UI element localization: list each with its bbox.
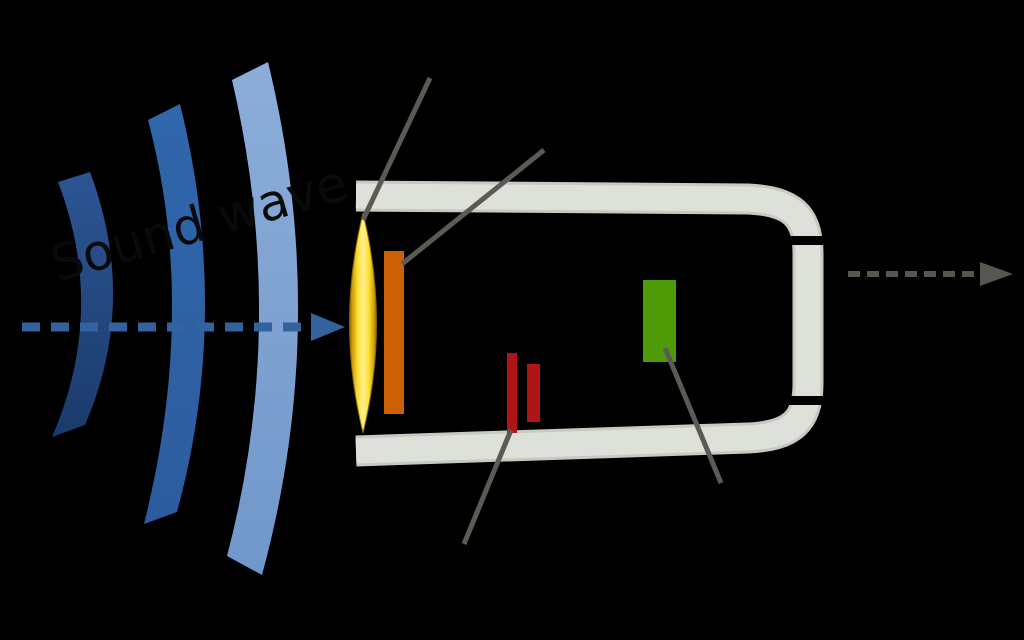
housing-notch-top (789, 236, 827, 245)
sound-direction-arrowhead (311, 313, 345, 341)
housing-notch-bottom (789, 396, 827, 405)
callout-lines (360, 76, 724, 545)
sound-direction-arrow (22, 313, 345, 341)
output-arrow (848, 262, 1013, 286)
output-arrowhead (980, 262, 1013, 286)
callout-line-green-component (662, 347, 724, 484)
sound-wave-arc-2 (144, 104, 206, 524)
sound-wave-fronts (52, 62, 299, 575)
orange-component (384, 251, 404, 414)
diaphragm-lens (348, 212, 378, 434)
device-housing-body (355, 183, 821, 464)
callout-line-orange-component (400, 148, 546, 266)
red-component-2 (527, 364, 540, 422)
red-component-1 (507, 353, 517, 433)
callout-line-red-component (461, 429, 514, 545)
sound-wave-arc-1 (52, 172, 114, 437)
callout-line-diaphragm (360, 76, 433, 222)
sound-wave-arc-3 (227, 62, 299, 575)
green-component (643, 280, 676, 362)
device-housing (355, 180, 827, 467)
